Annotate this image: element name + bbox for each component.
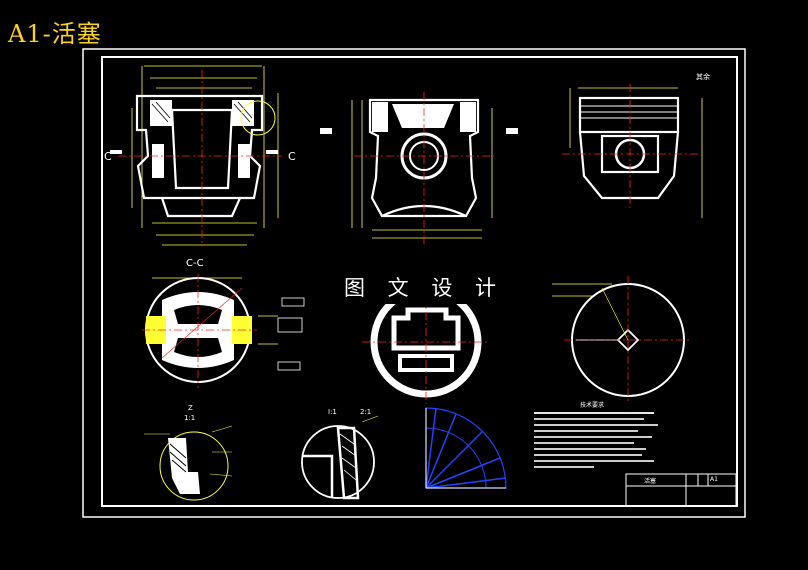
outer-border bbox=[82, 48, 746, 518]
detail-i-view bbox=[301, 415, 379, 500]
title-block-code: A1 bbox=[710, 476, 718, 483]
tech-req-title: 技术要求 bbox=[580, 402, 605, 409]
view-marker-c-left: C bbox=[104, 150, 112, 163]
top-view bbox=[552, 276, 692, 404]
surface-note: 其余 bbox=[696, 73, 710, 81]
section-label-cc: C-C bbox=[186, 258, 204, 269]
detail-z-view bbox=[144, 425, 233, 501]
drawing-sheet: C-C C C Z 1:1 I:1 2:1 其余 技术要求 活塞 A1 bbox=[82, 48, 746, 518]
detail-i-label: I:1 bbox=[328, 408, 337, 416]
detail-i-scale: 2:1 bbox=[360, 408, 372, 416]
angle-fan-diagram bbox=[425, 407, 507, 489]
drawing-title: A1-活塞 bbox=[8, 20, 102, 48]
view-marker-c-right: C bbox=[288, 150, 296, 163]
title-block-name: 活塞 bbox=[644, 478, 657, 485]
cc-section-view bbox=[142, 274, 305, 388]
main-section-view bbox=[110, 65, 282, 246]
exterior-view bbox=[562, 84, 703, 218]
cad-drawing bbox=[82, 48, 746, 518]
inner-border bbox=[101, 56, 738, 507]
detail-z-scale: 1:1 bbox=[184, 414, 196, 422]
watermark: 图 文 设 计 bbox=[340, 270, 509, 304]
technical-requirements bbox=[534, 412, 658, 468]
side-section-view bbox=[320, 92, 518, 244]
detail-z-label: Z bbox=[188, 404, 193, 412]
title-block bbox=[625, 473, 737, 507]
